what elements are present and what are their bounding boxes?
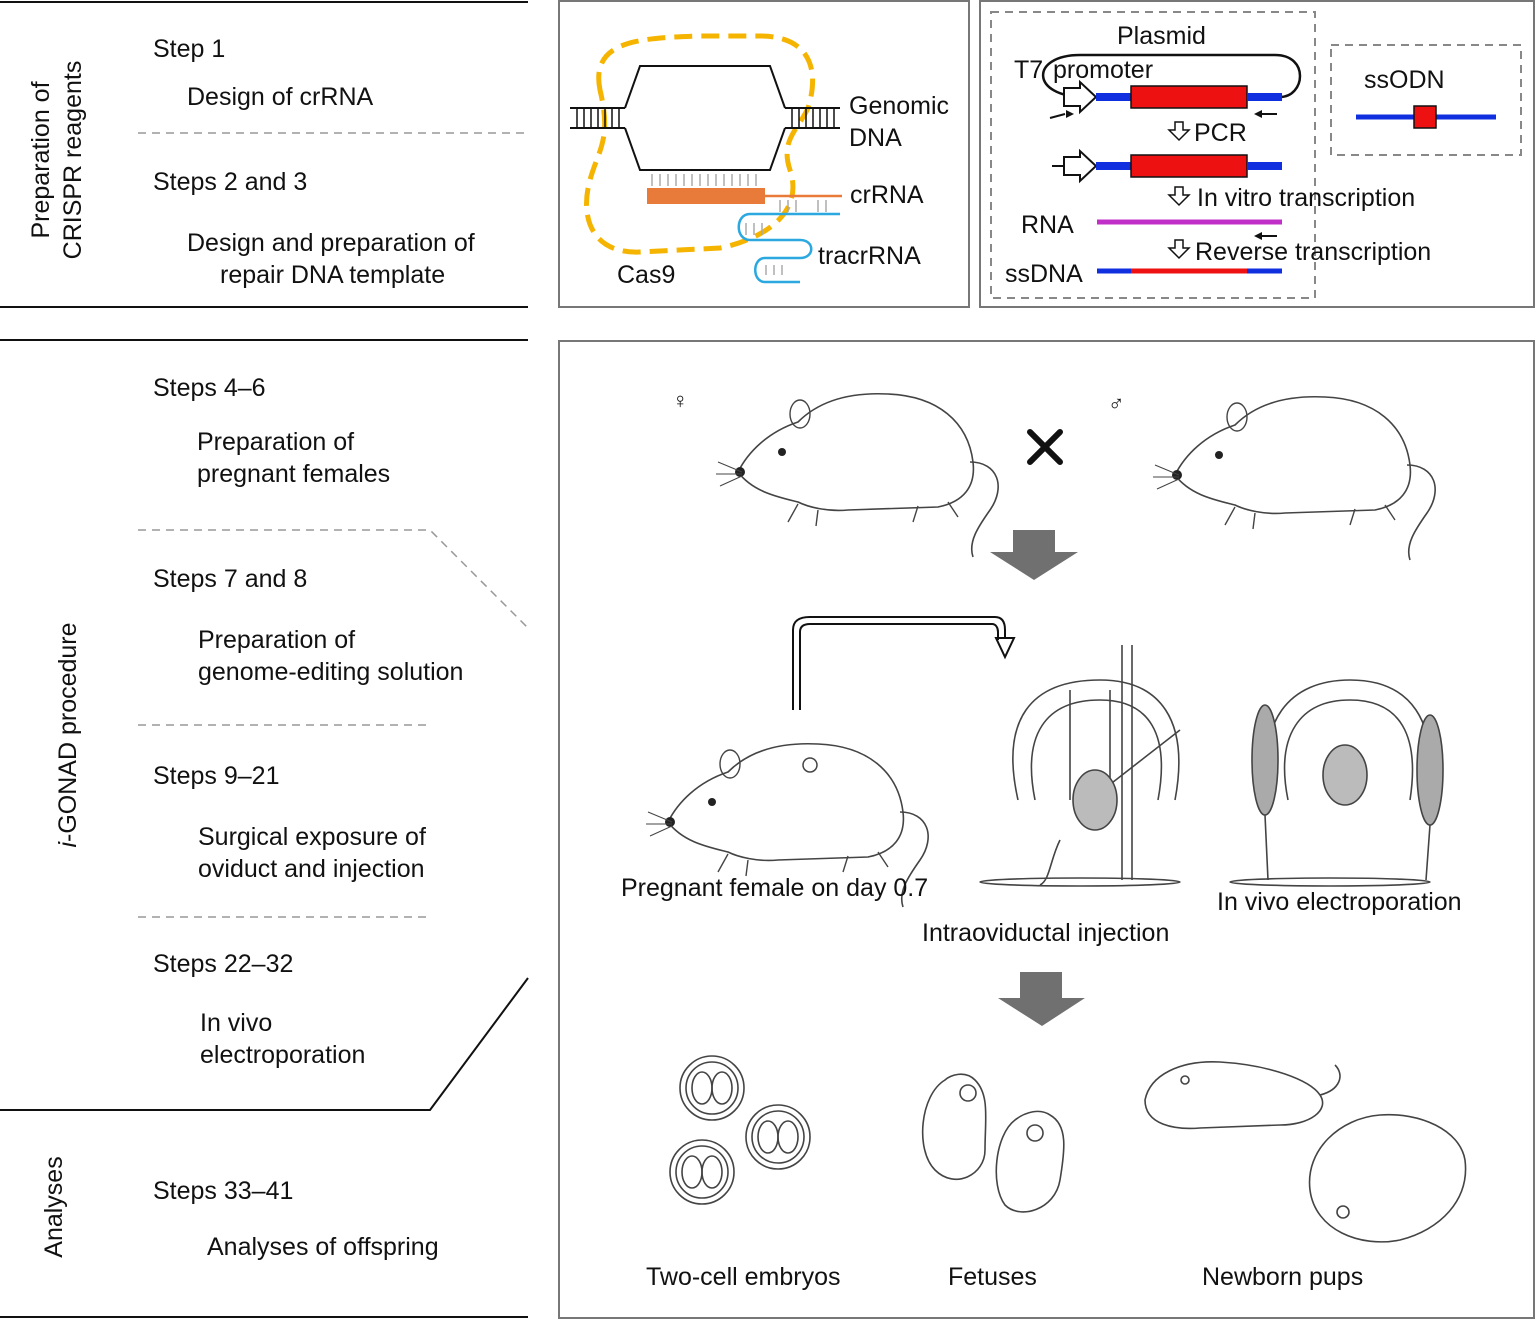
template-panel	[979, 0, 1535, 308]
t7-promoter-arrow	[1063, 79, 1098, 115]
divider-after-gonad	[0, 977, 529, 1111]
big-down-arrow-1	[990, 530, 1078, 580]
label-tracrrna: tracrRNA	[818, 242, 921, 270]
step-desc: genome-editing solution	[198, 658, 464, 686]
step-desc: pregnant females	[197, 460, 391, 488]
procedure-panel	[558, 340, 1535, 1319]
cross-icon	[1027, 429, 1063, 465]
step-desc: oviduct and injection	[198, 855, 425, 883]
fetuses	[921, 1073, 1065, 1213]
rt-arrow	[1167, 239, 1191, 260]
cas9-outline	[584, 33, 816, 255]
dashed-steps4-6	[138, 529, 529, 629]
female-mouse	[715, 392, 999, 558]
label-genomic-line2: DNA	[849, 124, 902, 152]
tracrrna	[737, 212, 840, 284]
step-label: Step 1	[153, 35, 226, 63]
label-cas9: Cas9	[617, 261, 675, 289]
step-label: Steps 4–6	[153, 374, 266, 402]
step-desc: Design of crRNA	[187, 83, 374, 111]
bent-arrow	[792, 616, 1016, 710]
label-genomic-line1: Genomic	[849, 92, 949, 120]
label-ivt: In vitro transcription	[1197, 184, 1415, 212]
label-injection: Intraoviductal injection	[922, 919, 1170, 947]
label-two-cell: Two-cell embryos	[646, 1263, 841, 1291]
step-desc: Design and preparation of	[187, 229, 475, 257]
female-symbol: ♀	[672, 388, 689, 413]
newborn-pups	[1144, 1061, 1467, 1243]
step-desc: Surgical exposure of	[198, 823, 426, 851]
male-symbol: ♂	[1108, 391, 1125, 416]
label-fetuses: Fetuses	[948, 1263, 1037, 1291]
label-pups: Newborn pups	[1202, 1263, 1364, 1291]
step-desc: Preparation of	[197, 428, 355, 456]
step-label: Steps 7 and 8	[153, 565, 308, 593]
long-ssdna-box	[990, 11, 1316, 299]
label-rt: Reverse transcription	[1195, 238, 1431, 266]
plasmid-loop	[1041, 53, 1302, 99]
label-rna: RNA	[1021, 211, 1074, 239]
electroporation-drawing	[1229, 679, 1444, 887]
guide-pairing	[651, 174, 757, 186]
step-desc: repair DNA template	[220, 261, 446, 289]
step-label: Steps 2 and 3	[153, 168, 308, 196]
two-cell-embryos	[669, 1055, 811, 1205]
step-label: Steps 22–32	[153, 950, 294, 978]
crrna-spacer	[647, 188, 765, 204]
big-down-arrow-2	[998, 972, 1085, 1026]
step-desc: electroporation	[200, 1041, 366, 1069]
pcr-arrow	[1167, 121, 1191, 142]
label-t7: T7	[1014, 56, 1043, 84]
injection-drawing	[979, 645, 1181, 887]
step-label: Steps 9–21	[153, 762, 280, 790]
step-desc: Analyses of offspring	[207, 1233, 439, 1261]
ssodn-box	[1330, 44, 1522, 156]
step-desc: Preparation of	[198, 626, 356, 654]
male-mouse	[1152, 395, 1436, 561]
t7-arrow-pcr	[1063, 148, 1098, 184]
incision-icon	[802, 757, 818, 773]
genomic-dna	[570, 65, 840, 171]
ivt-arrow	[1167, 186, 1191, 207]
label-ssdna: ssDNA	[1005, 260, 1083, 288]
ssodn-insert	[1413, 105, 1437, 129]
label-ssodn: ssODN	[1364, 66, 1445, 94]
label-electroporation: In vivo electroporation	[1217, 888, 1462, 916]
crispr-panel	[558, 0, 970, 308]
label-promoter: promoter	[1053, 56, 1153, 84]
label-plasmid: Plasmid	[1117, 22, 1206, 50]
step-label: Steps 33–41	[153, 1177, 294, 1205]
label-pregnant-female: Pregnant female on day 0.7	[621, 874, 929, 902]
step-desc: In vivo	[200, 1009, 273, 1037]
label-pcr: PCR	[1194, 119, 1247, 147]
label-crrna: crRNA	[850, 181, 924, 209]
